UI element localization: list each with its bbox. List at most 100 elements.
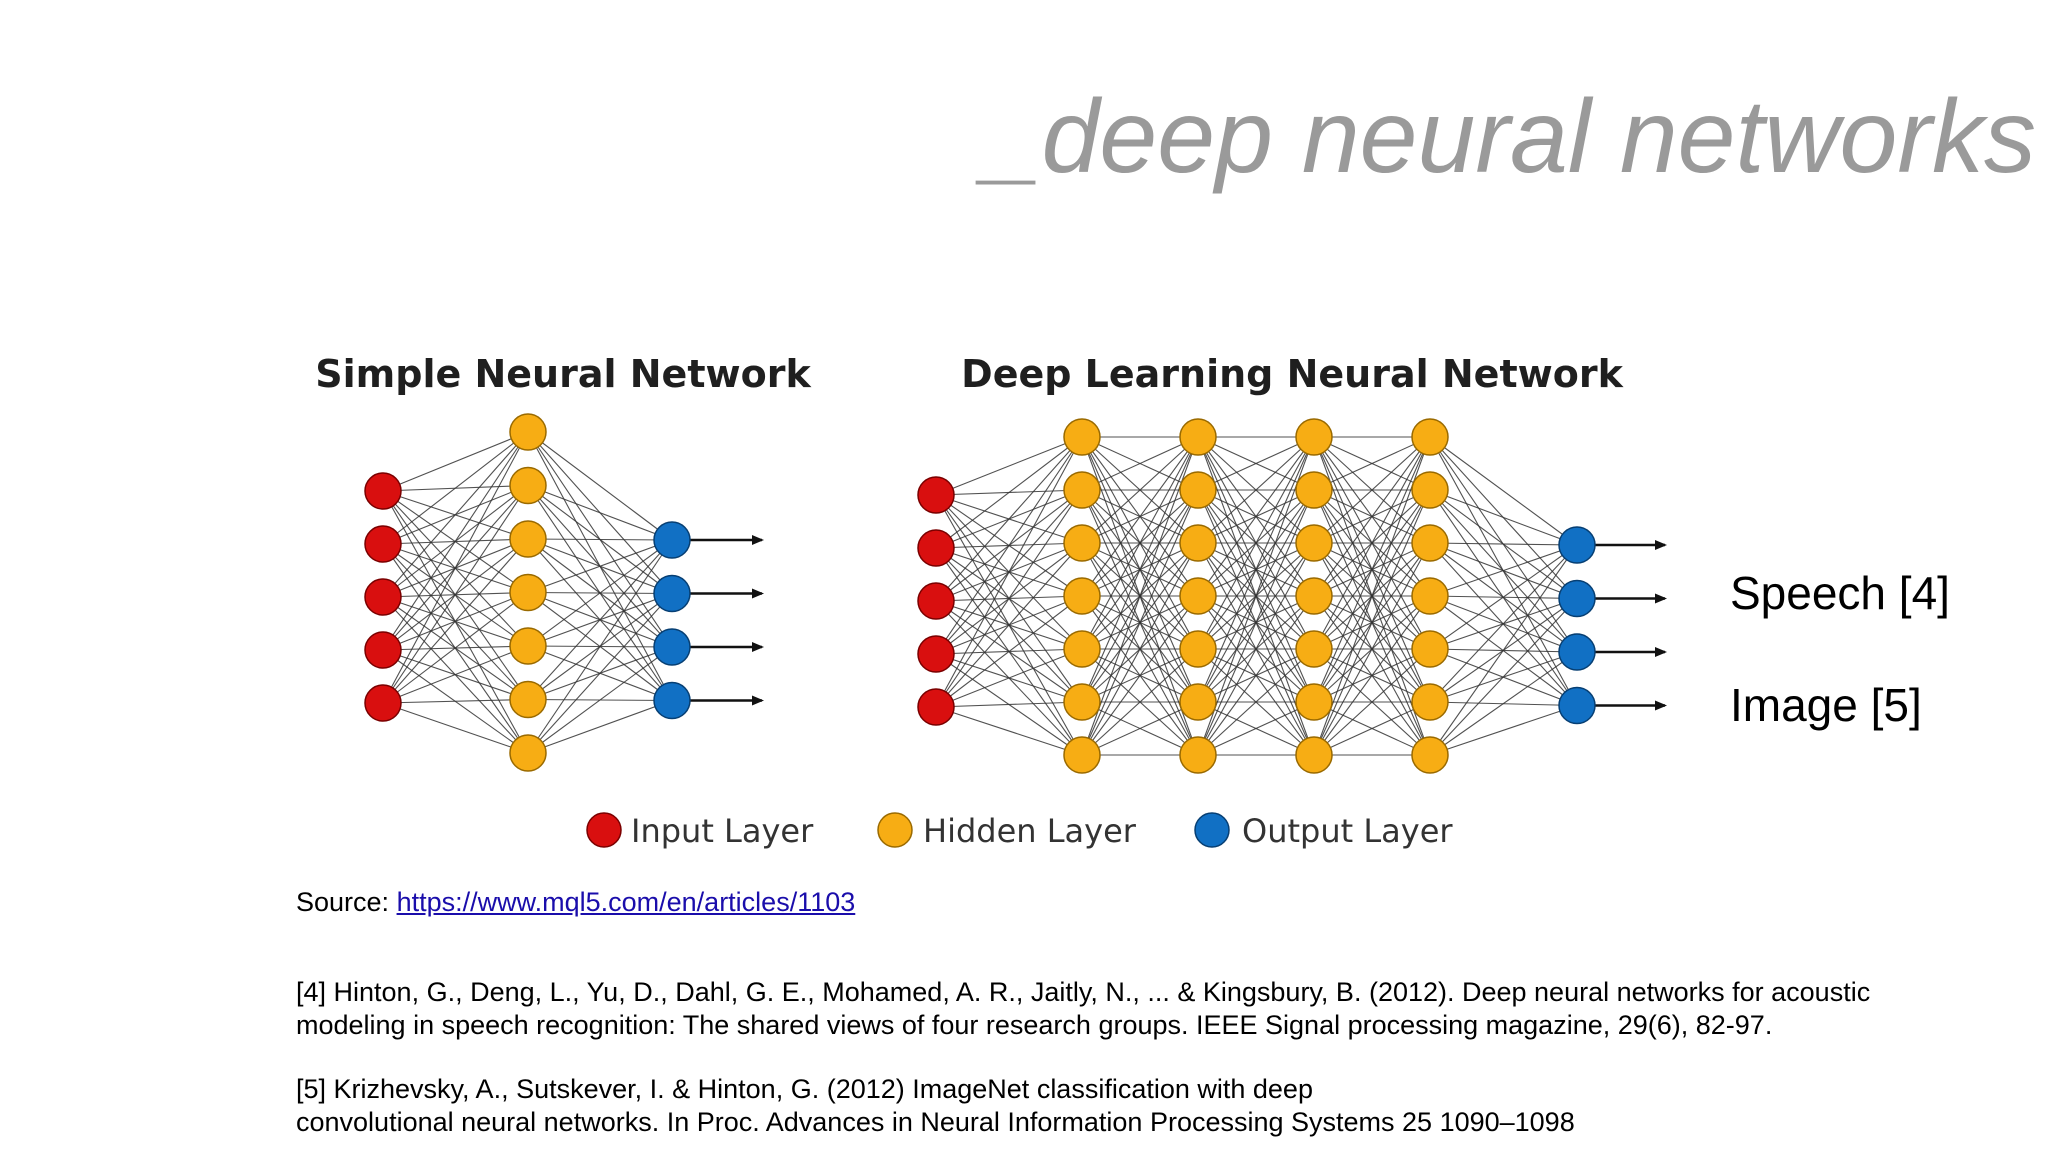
deep-connection xyxy=(1429,544,1578,650)
simple-connection xyxy=(382,431,529,545)
deep-hidden-node xyxy=(1295,471,1333,509)
deep-hidden-node xyxy=(1063,683,1101,721)
simple-input-node xyxy=(364,684,402,722)
simple-network-title: Simple Neural Network xyxy=(315,352,811,396)
reference-4-line-1: [4] Hinton, G., Deng, L., Yu, D., Dahl, … xyxy=(296,977,1871,1007)
deep-connection xyxy=(935,706,1083,756)
legend-output-swatch xyxy=(1194,812,1230,848)
simple-input-node xyxy=(364,578,402,616)
deep-connection xyxy=(1081,436,1199,756)
deep-hidden-node xyxy=(1411,577,1449,615)
deep-connection xyxy=(1081,436,1199,597)
deep-hidden-node xyxy=(1179,471,1217,509)
deep-hidden-node xyxy=(1295,683,1333,721)
simple-connection xyxy=(527,646,673,754)
simple-input-node xyxy=(364,525,402,563)
deep-connection xyxy=(935,436,1083,549)
simple-hidden-node xyxy=(509,627,547,665)
simple-output-node xyxy=(653,628,691,666)
deep-connection xyxy=(1197,595,1315,756)
deep-connection xyxy=(1081,595,1199,756)
simple-connection xyxy=(382,431,529,598)
deep-connection xyxy=(1197,489,1315,756)
deep-hidden-node xyxy=(1295,418,1333,456)
legend: Input Layer Hidden Layer Output Layer xyxy=(586,812,1453,850)
deep-hidden-node xyxy=(1179,418,1217,456)
deep-connection xyxy=(1313,701,1431,756)
deep-connection xyxy=(1313,542,1431,756)
deep-connection xyxy=(1429,598,1578,756)
deep-connection xyxy=(1313,436,1431,756)
legend-input-label: Input Layer xyxy=(631,812,814,850)
reference-4-line-2: modeling in speech recognition: The shar… xyxy=(296,1010,1773,1040)
simple-connection xyxy=(527,539,673,754)
simple-connection xyxy=(527,484,673,541)
deep-connection xyxy=(935,436,1083,602)
deep-connection xyxy=(1081,436,1199,703)
simple-hidden-node xyxy=(509,573,547,612)
deep-input-node xyxy=(917,529,955,567)
deep-input-node xyxy=(917,476,955,514)
deep-connection xyxy=(1429,436,1578,546)
deep-connection xyxy=(935,648,1083,708)
deep-connections xyxy=(935,436,1578,756)
reference-5-line-1: [5] Krizhevsky, A., Sutskever, I. & Hint… xyxy=(296,1074,1313,1104)
deep-connection xyxy=(935,489,1083,708)
deep-connection xyxy=(1429,651,1578,756)
deep-hidden-node xyxy=(1179,577,1217,615)
deep-connection xyxy=(1197,436,1315,650)
deep-connection xyxy=(1081,436,1199,544)
deep-connection xyxy=(1313,436,1431,703)
deep-connection xyxy=(1429,544,1578,597)
deep-connection xyxy=(1313,436,1431,597)
simple-connection xyxy=(527,431,673,541)
source-link[interactable]: https://www.mql5.com/en/articles/1103 xyxy=(396,887,856,917)
deep-hidden-node xyxy=(1063,471,1101,509)
reference-4: [4] Hinton, G., Deng, L., Yu, D., Dahl, … xyxy=(296,976,1896,1042)
source-line: Source: https://www.mql5.com/en/articles… xyxy=(296,887,855,918)
deep-input-node xyxy=(917,582,955,620)
source-prefix: Source: xyxy=(296,887,397,917)
deep-output-node xyxy=(1558,579,1596,618)
deep-connection xyxy=(935,595,1083,708)
deep-output-node xyxy=(1558,633,1596,671)
deep-network-title: Deep Learning Neural Network xyxy=(961,352,1623,396)
deep-hidden-node xyxy=(1063,524,1101,562)
simple-output-node xyxy=(653,521,691,559)
slide-title: _deep neural networks xyxy=(983,79,2036,195)
deep-connection xyxy=(935,436,1083,655)
simple-output-node xyxy=(653,574,691,613)
deep-connection xyxy=(1313,595,1431,756)
simple-connection xyxy=(527,699,673,754)
legend-hidden-label: Hidden Layer xyxy=(923,812,1137,850)
deep-connection xyxy=(1197,436,1315,597)
deep-hidden-node xyxy=(1295,524,1333,562)
speech-label: Speech [4] xyxy=(1730,567,1950,619)
legend-output-label: Output Layer xyxy=(1242,812,1453,850)
deep-input-node xyxy=(917,635,955,673)
reference-5-line-2: convolutional neural networks. In Proc. … xyxy=(296,1107,1575,1137)
deep-output-node xyxy=(1558,526,1596,564)
deep-connection xyxy=(1197,436,1315,756)
deep-connection xyxy=(1313,489,1431,756)
deep-hidden-node xyxy=(1411,471,1449,509)
deep-hidden-node xyxy=(1411,683,1449,721)
deep-connection xyxy=(1197,701,1315,756)
deep-connection xyxy=(1197,542,1315,756)
deep-output-node xyxy=(1558,686,1596,725)
deep-connection xyxy=(1313,648,1431,756)
simple-connection xyxy=(382,592,529,704)
simple-connection xyxy=(382,702,529,754)
deep-connection xyxy=(1197,648,1315,756)
simple-hidden-node xyxy=(509,520,547,558)
deep-connection xyxy=(1081,542,1199,756)
simple-connections xyxy=(382,431,673,754)
simple-connection xyxy=(527,539,673,647)
deep-input-node xyxy=(917,688,955,726)
deep-hidden-node xyxy=(1411,630,1449,668)
simple-connection xyxy=(382,485,529,704)
simple-hidden-node xyxy=(509,680,547,719)
deep-hidden-node xyxy=(1063,736,1101,774)
simple-hidden-node xyxy=(509,413,547,451)
